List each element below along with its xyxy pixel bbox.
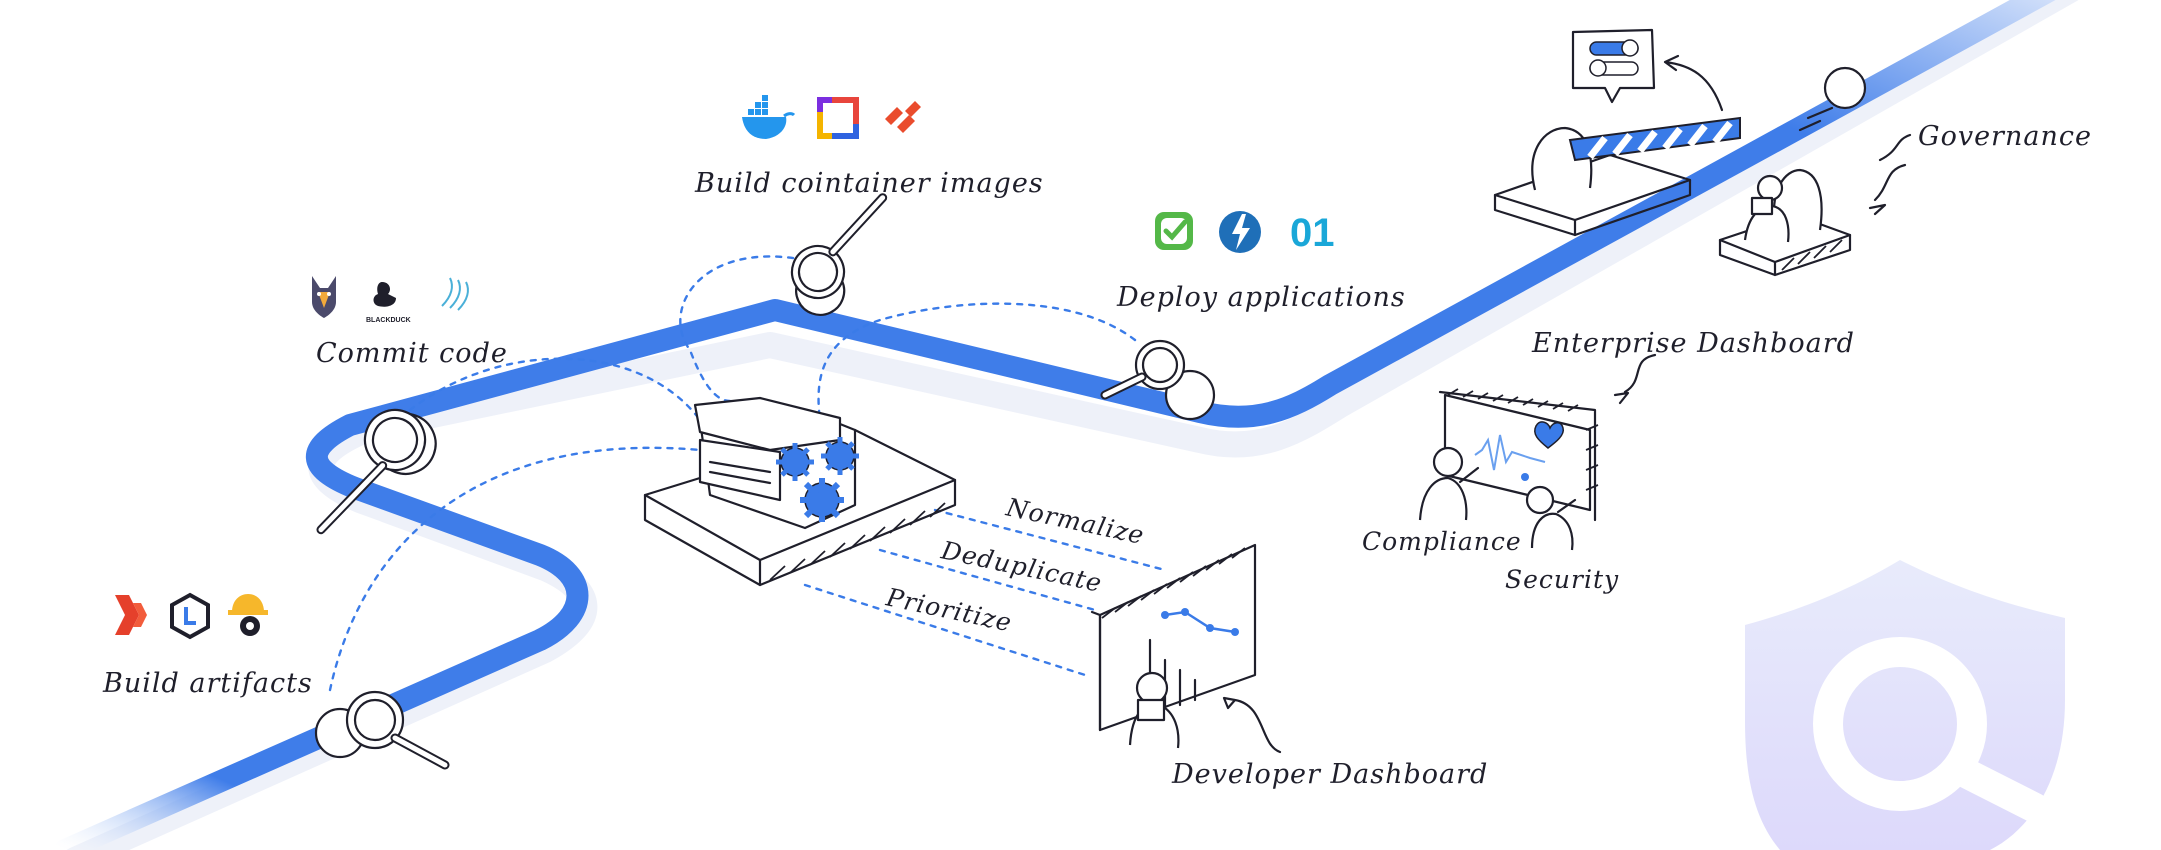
developer-figure xyxy=(1128,671,1180,749)
svg-text:BLACKDUCK: BLACKDUCK xyxy=(366,317,411,324)
shield-search-icon xyxy=(1745,560,2065,850)
linux-hexagon-icon xyxy=(170,592,210,640)
pipeline xyxy=(54,0,2056,850)
magnifier-icon xyxy=(316,408,437,535)
label-governance: Governance xyxy=(1918,121,2092,152)
label-enterprise-dashboard: Enterprise Dashboard xyxy=(1531,328,1855,359)
magnifier-icon xyxy=(1100,339,1216,421)
compliance-figure xyxy=(1418,446,1480,521)
security-figure xyxy=(1525,485,1577,551)
governance-ball xyxy=(1798,66,1867,132)
dotted-connectors xyxy=(328,255,1167,692)
label-developer-dashboard: Developer Dashboard xyxy=(1171,759,1488,790)
governance-guard xyxy=(1718,133,1912,277)
label-deploy-applications: Deploy applications xyxy=(1116,282,1406,313)
snyk-dog-icon xyxy=(312,276,336,318)
governance-gate xyxy=(1493,28,1741,237)
label-compliance: Compliance xyxy=(1362,527,1522,556)
label-build-artifacts: Build artifacts xyxy=(102,668,313,699)
enterprise-dashboard-board xyxy=(1418,353,1657,551)
label-prioritize: Prioritize xyxy=(883,582,1015,637)
palo-alto-icon xyxy=(885,101,921,133)
gears-icon xyxy=(776,437,859,522)
toggle-bubble-icon xyxy=(1571,28,1656,104)
label-build-container-images: Build cointainer images xyxy=(694,168,1044,199)
octopus-icon: 01 xyxy=(1290,211,1335,255)
zap-icon xyxy=(1219,211,1261,253)
developer-dashboard-board xyxy=(1090,543,1282,754)
magnifier-icon xyxy=(314,690,450,770)
scanner-machine xyxy=(643,396,957,587)
hardhat-gear-icon xyxy=(228,594,268,636)
checkmarx-icon xyxy=(1155,212,1193,250)
label-commit-code: Commit code xyxy=(316,338,508,369)
svg-text:01: 01 xyxy=(1290,211,1335,255)
jfrog-icon xyxy=(115,595,147,635)
label-security: Security xyxy=(1505,565,1619,594)
label-normalize: Normalize xyxy=(1003,492,1147,550)
container-logo-icon xyxy=(817,97,859,139)
blackduck-icon: BLACKDUCK xyxy=(366,282,411,324)
magnifier-icon xyxy=(790,193,888,316)
heart-icon xyxy=(1534,421,1565,449)
docker-icon xyxy=(742,95,796,139)
wave-logo-icon xyxy=(441,277,469,311)
